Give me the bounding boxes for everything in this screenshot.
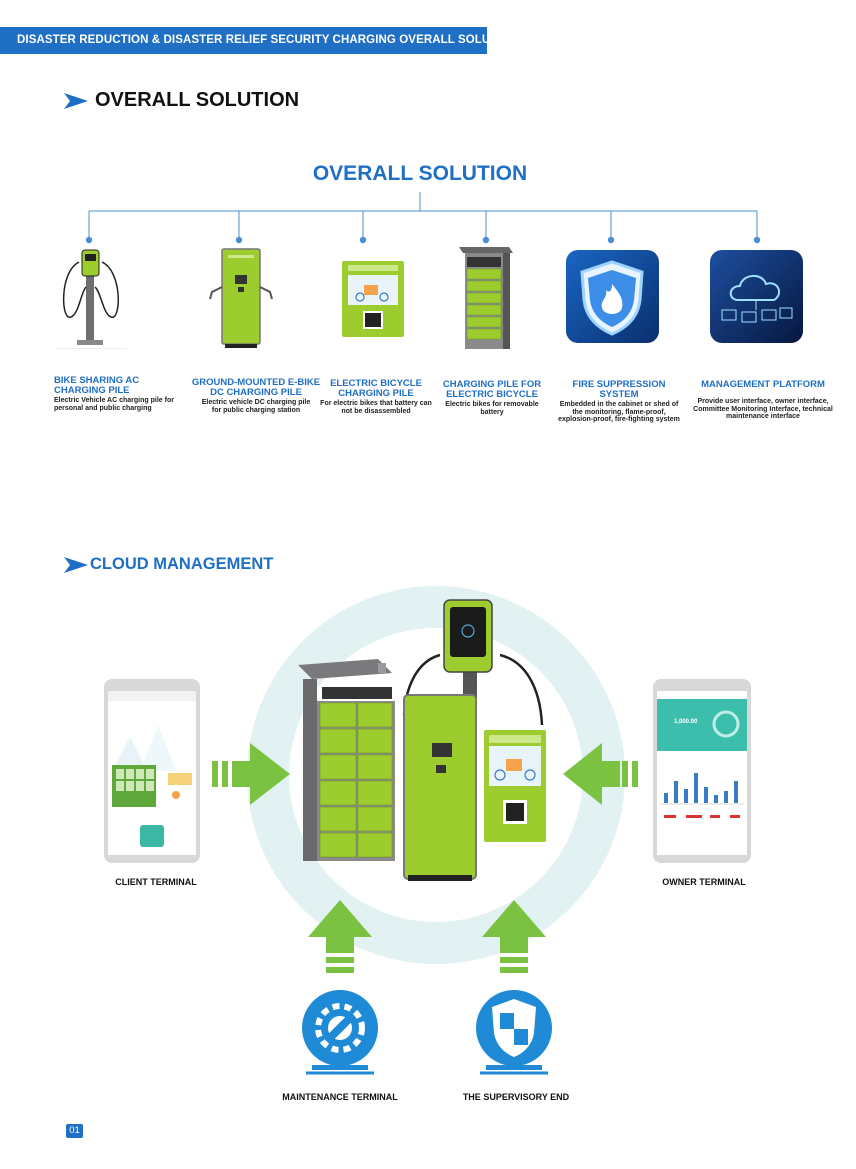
product-title-4: CHARGING PILE FOR ELECTRIC BICYCLE (442, 379, 542, 400)
battery-cabinet-image (459, 247, 513, 349)
product-title-1: BIKE SHARING AC CHARGING PILE (54, 375, 140, 396)
product-desc-5: Embedded in the cabinet or shed of the m… (558, 401, 680, 423)
product-desc-1: Electric Vehicle AC charging pile for pe… (54, 397, 174, 412)
ac-charging-pile-image (55, 249, 127, 349)
chevron-right-icon (64, 557, 88, 573)
product-card-2: GROUND-MOUNTED E-BIKE DC CHARGING PILE E… (186, 378, 326, 414)
product-card-4: CHARGING PILE FOR ELECTRIC BICYCLE Elect… (432, 380, 552, 416)
product-title-3: ELECTRIC BICYCLE CHARGING PILE (330, 378, 422, 399)
label-maintenance-terminal: MAINTENANCE TERMINAL (282, 1092, 398, 1102)
product-desc-6: Provide user interface, owner interface,… (693, 398, 833, 420)
owner-phone-amount: 1,000.00 (674, 719, 698, 725)
arrow-left-icon (563, 743, 638, 805)
product-card-3: ELECTRIC BICYCLE CHARGING PILE For elect… (313, 379, 439, 415)
arrow-up-icon (308, 900, 372, 973)
product-card-6: MANAGEMENT PLATFORM Provide user interfa… (690, 380, 836, 421)
management-platform-image (710, 250, 803, 343)
label-client-terminal: CLIENT TERMINAL (115, 877, 197, 887)
product-desc-4: Electric bikes for removable battery (445, 401, 539, 416)
electric-bicycle-charging-pile-image (342, 261, 404, 337)
product-title-5: FIRE SUPPRESSION SYSTEM (572, 379, 666, 400)
solution-tree-connector (85, 192, 761, 244)
arrow-right-icon (212, 743, 290, 805)
product-desc-2: Electric vehicle DC charging pile for pu… (201, 399, 311, 414)
shield-icon (476, 990, 552, 1075)
section-title-cloud: CLOUD MANAGEMENT (90, 555, 274, 573)
product-card-5: FIRE SUPPRESSION SYSTEM Embedded in the … (552, 380, 686, 424)
arrow-up-icon (482, 900, 546, 973)
overall-solution-title: OVERALL SOLUTION (312, 162, 528, 185)
gear-wrench-icon (302, 990, 378, 1075)
fire-suppression-image (566, 250, 659, 343)
section-title-overall: OVERALL SOLUTION (95, 89, 300, 111)
label-owner-terminal: OWNER TERMINAL (662, 877, 746, 887)
product-title-6: MANAGEMENT PLATFORM (701, 379, 825, 390)
product-title-2: GROUND-MOUNTED E-BIKE DC CHARGING PILE (191, 377, 321, 398)
product-card-1: BIKE SHARING AC CHARGING PILE Electric V… (40, 375, 174, 412)
chevron-right-icon (64, 93, 88, 109)
label-supervisory-end: THE SUPERVISORY END (462, 1092, 570, 1102)
dc-charging-pile-image (209, 248, 273, 348)
cloud-management-diagram (104, 586, 751, 1075)
page-number: 01 (66, 1124, 83, 1138)
header-banner: DISASTER REDUCTION & DISASTER RELIEF SEC… (0, 27, 518, 54)
product-desc-3: For electric bikes that battery can not … (320, 400, 432, 415)
